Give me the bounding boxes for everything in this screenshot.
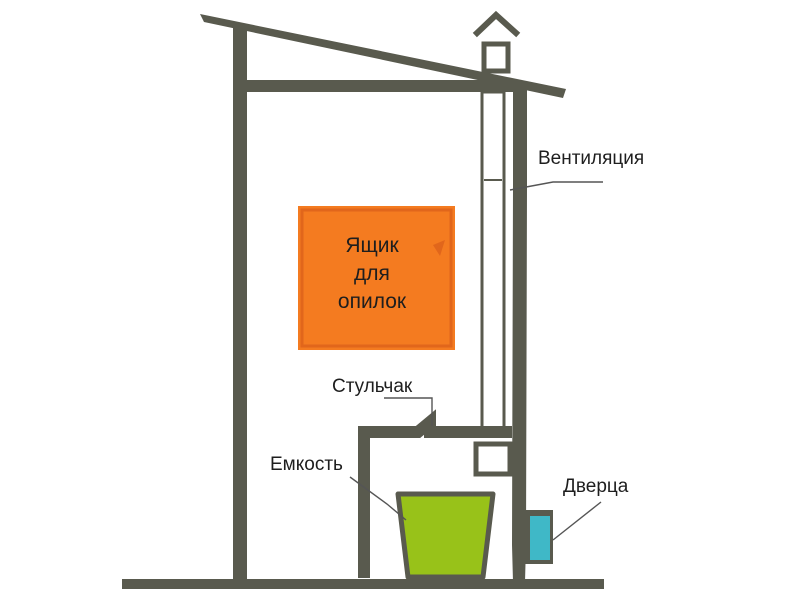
seat-label: Стульчак: [332, 376, 413, 397]
pipe-joint: [473, 441, 513, 477]
ventilation-pipe: [480, 90, 506, 431]
door-leader: [552, 501, 602, 541]
container-leader: [349, 476, 407, 521]
container-label: Емкость: [270, 454, 343, 475]
chimney-top: [481, 41, 511, 74]
left-wall: [233, 25, 247, 581]
sawdust-box-label-line3: опилок: [338, 290, 407, 313]
right-wall: [512, 86, 527, 582]
sawdust-box: [298, 206, 455, 350]
ground-line: [122, 579, 604, 589]
sawdust-box-notch: [433, 240, 445, 256]
sawdust-box-label-line1: Ящик: [345, 234, 399, 257]
seat-leader: [384, 397, 433, 426]
sawdust-box-border: [300, 208, 453, 348]
toilet-seat-box: [358, 409, 512, 578]
ventilation-label: Вентиляция: [538, 148, 644, 169]
roof-beam: [200, 14, 566, 98]
ventilation-leader: [509, 181, 603, 191]
door-label: Дверца: [563, 476, 629, 497]
ceiling-beam: [240, 80, 522, 92]
sawdust-box-label-line2: для: [354, 262, 390, 285]
chimney-cap: [472, 10, 521, 38]
container-bucket: [395, 491, 496, 580]
door: [530, 516, 550, 560]
